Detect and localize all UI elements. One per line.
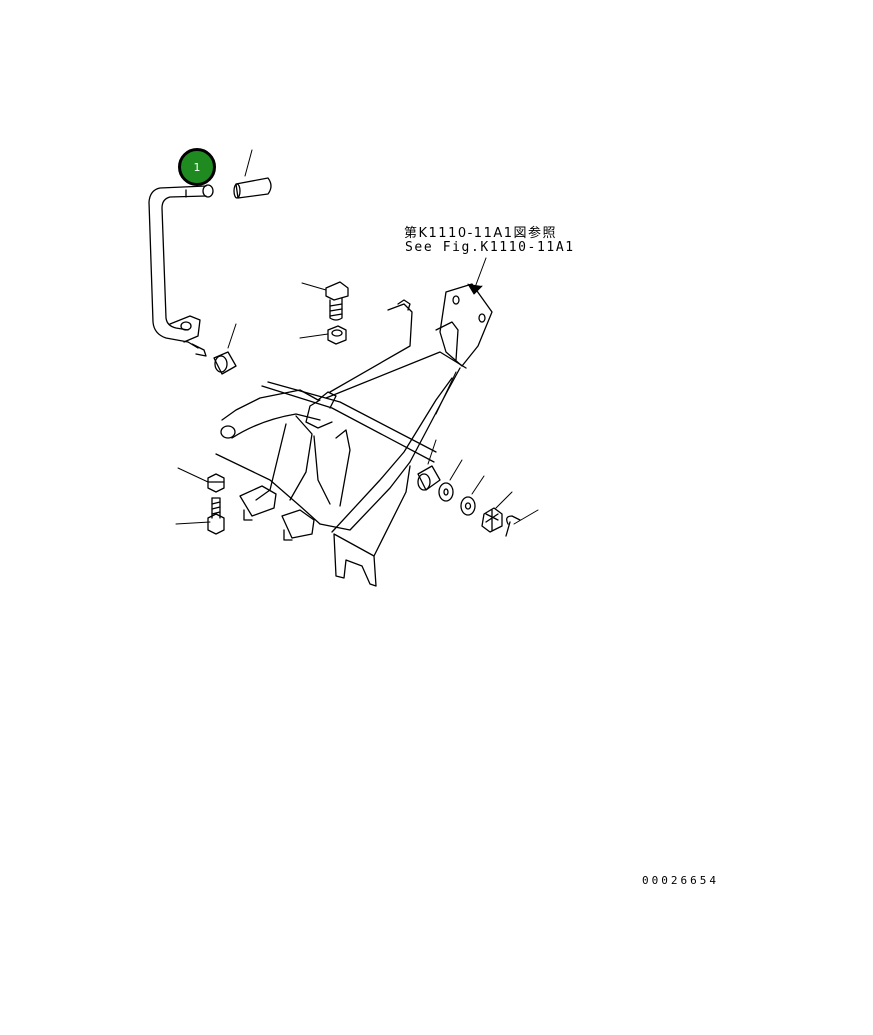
leader-grip xyxy=(244,149,253,177)
bolt-lower xyxy=(207,497,225,535)
leader-cotter-pin xyxy=(513,509,539,525)
nut-upper xyxy=(327,325,347,345)
leader-bolt-upper xyxy=(301,282,327,291)
washer-2 xyxy=(460,496,476,516)
reference-note-jp: 第K1110-11A1図参照 xyxy=(404,226,558,241)
leader-bushing-right xyxy=(427,439,437,465)
leader-washer-1 xyxy=(449,459,463,481)
bushing-right xyxy=(417,465,441,491)
lever-rod xyxy=(148,184,214,357)
nut-lower xyxy=(207,473,225,493)
castle-nut xyxy=(481,507,503,533)
leader-washer-2 xyxy=(471,475,485,495)
washer-1 xyxy=(438,482,454,502)
bolt-upper xyxy=(325,281,349,321)
bracket-assembly xyxy=(215,283,493,587)
callout-1-badge[interactable]: 1 xyxy=(178,148,216,186)
callout-1-number: 1 xyxy=(193,160,201,174)
leader-castle-nut xyxy=(495,491,513,509)
leader-reference xyxy=(473,257,487,291)
cotter-pin xyxy=(505,515,521,537)
leader-bushing-left xyxy=(227,323,237,349)
bushing-left xyxy=(213,351,237,375)
reference-note-en: See Fig.K1110-11A1 xyxy=(405,240,575,255)
leader-lines xyxy=(175,149,539,525)
leader-nut-upper xyxy=(299,333,329,339)
grip-cap xyxy=(233,177,272,199)
leader-bolt-lower xyxy=(175,521,211,525)
leader-reference-arrow xyxy=(467,283,483,295)
leader-nut-lower xyxy=(177,467,209,483)
document-id: 00026654 xyxy=(642,874,719,887)
leader-bracket xyxy=(435,371,457,415)
